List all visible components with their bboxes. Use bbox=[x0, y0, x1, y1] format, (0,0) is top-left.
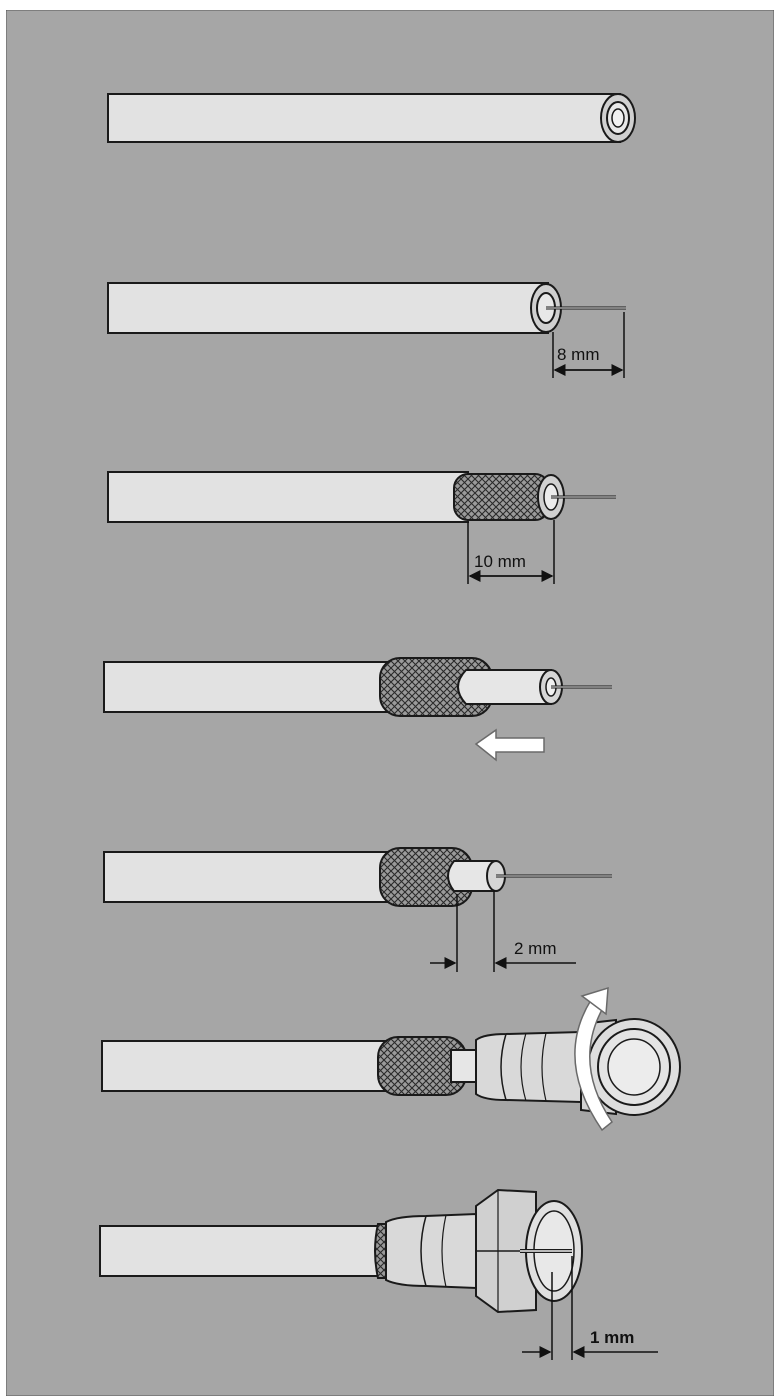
step-5-dielectric-2mm: 2 mm bbox=[103, 847, 612, 972]
arrow-left-icon bbox=[474, 728, 545, 762]
step-1-intact-cable bbox=[107, 93, 636, 143]
step-3-braid-exposed: 10 mm bbox=[107, 471, 616, 584]
step-2-core-exposed: 8 mm bbox=[107, 282, 626, 378]
step-7-finished-connector: 1 mm bbox=[99, 1188, 658, 1360]
diagram-canvas: 8 mm 10 mm 2 mm bbox=[6, 10, 774, 1396]
dimension-label-8mm: 8 mm bbox=[557, 345, 600, 364]
coax-assembly-diagram: 8 mm 10 mm 2 mm bbox=[6, 10, 774, 1396]
dimension-label-1mm: 1 mm bbox=[590, 1328, 634, 1347]
rotate-arrow-icon bbox=[574, 999, 614, 1132]
step-4-braid-folded bbox=[103, 657, 612, 762]
dimension-label-10mm: 10 mm bbox=[474, 552, 526, 571]
step-6-screw-connector bbox=[101, 986, 681, 1132]
dimension-label-2mm: 2 mm bbox=[514, 939, 557, 958]
